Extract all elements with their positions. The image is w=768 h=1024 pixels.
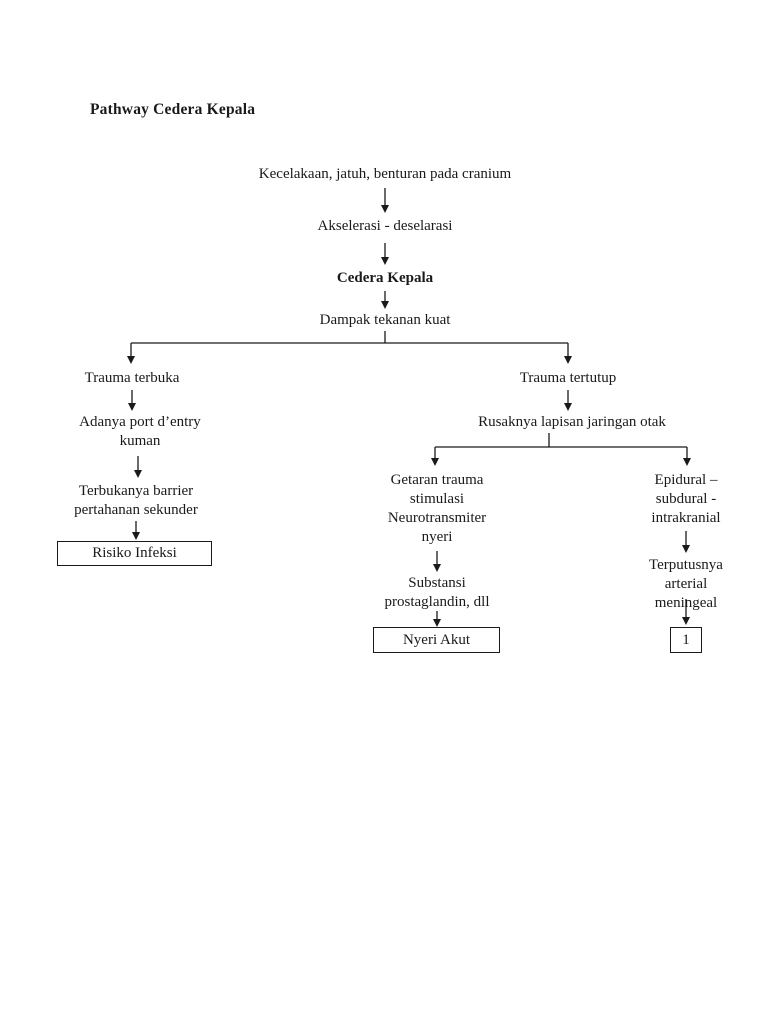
node-dampak-tekanan: Dampak tekanan kuat (319, 312, 451, 328)
node-substansi-prostaglandin: Substansi prostaglandin, dll (384, 575, 490, 610)
arrow-down-icon (381, 188, 389, 213)
arrow-down-icon (134, 456, 142, 478)
node-barrier-sekunder: Terbukanya barrier pertahanan sekunder (74, 483, 198, 518)
outcome-box-nyeri-akut: Nyeri Akut (373, 627, 500, 653)
arrow-down-icon (433, 611, 441, 627)
node-trauma-tertutup: Trauma tertutup (519, 370, 617, 386)
node-akselerasi: Akselerasi - deselarasi (317, 218, 453, 234)
arrow-down-icon (132, 521, 140, 540)
arrow-down-icon (128, 390, 136, 411)
outcome-label: Nyeri Akut (402, 631, 471, 648)
arrow-down-icon (433, 551, 441, 572)
node-epidural-subdural: Epidural – subdural - intrakranial (651, 472, 721, 526)
arrow-down-icon (564, 390, 572, 411)
node-rusaknya-lapisan: Rusaknya lapisan jaringan otak (478, 414, 666, 430)
outcome-label: Risiko Infeksi (92, 545, 177, 561)
outcome-box-1: 1 (670, 627, 702, 653)
node-trauma-terbuka: Trauma terbuka (84, 370, 180, 386)
node-cedera-kepala: Cedera Kepala (336, 270, 434, 286)
arrow-down-icon (381, 243, 389, 265)
outcome-box-risiko-infeksi: Risiko Infeksi (57, 541, 212, 566)
arrow-down-icon (381, 291, 389, 309)
node-terputusnya-arterial: Terputusnya arterial meningeal (649, 557, 723, 611)
branch-elbow-connector (431, 433, 691, 466)
page-title: Pathway Cedera Kepala (90, 101, 256, 118)
node-getaran-trauma: Getaran trauma stimulasi Neurotransmiter… (387, 472, 487, 545)
node-port-entry: Adanya port d’entry kuman (79, 414, 201, 449)
node-kecelakaan: Kecelakaan, jatuh, benturan pada cranium (258, 166, 512, 182)
outcome-label: 1 (682, 631, 690, 648)
arrow-down-icon (682, 531, 690, 553)
branch-elbow-connector (127, 331, 572, 364)
